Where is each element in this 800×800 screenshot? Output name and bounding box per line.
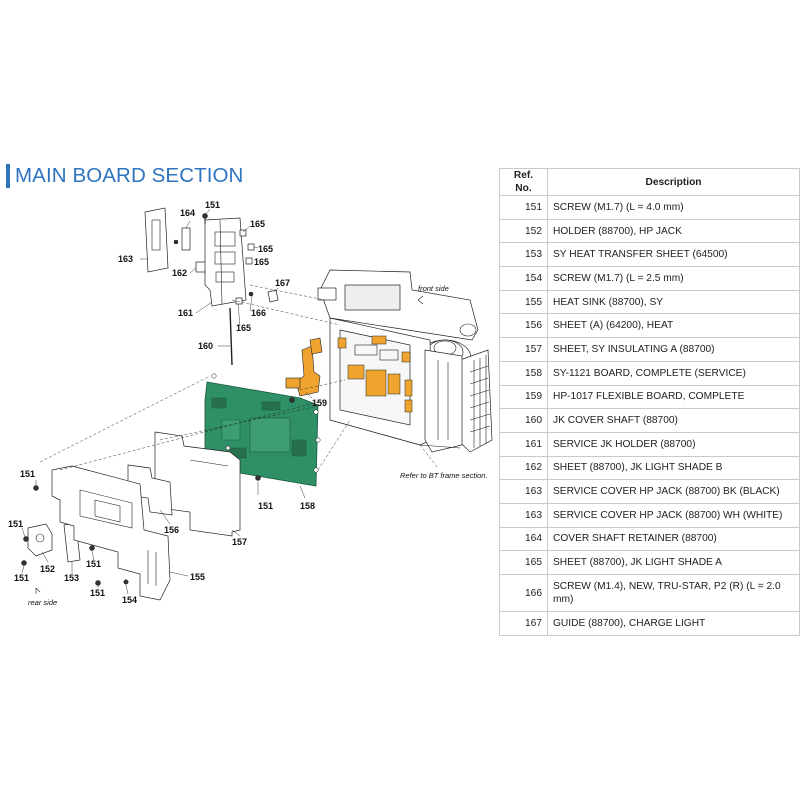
- description-cell: SCREW (M1.7) (L = 2.5 mm): [547, 266, 800, 291]
- exploded-parts-diagram: front side Refer to BT frame section.: [8, 200, 493, 607]
- ref-cell: 156: [499, 313, 548, 339]
- grip-texture: [469, 355, 491, 448]
- ref-cell: 160: [499, 408, 548, 433]
- description-cell: SHEET, SY INSULATING A (88700): [547, 337, 800, 362]
- callout-158: 158: [300, 501, 315, 511]
- callout-151-l4: 151: [86, 559, 101, 569]
- ref-cell: 163: [499, 479, 548, 504]
- callout-165-d: 165: [236, 323, 251, 333]
- callout-155: 155: [190, 572, 205, 582]
- refer-bt-frame-note: Refer to BT frame section.: [400, 471, 488, 480]
- flexible-board-159: [285, 337, 323, 397]
- description-cell: SHEET (88700), JK LIGHT SHADE A: [547, 550, 800, 575]
- description-cell: HEAT SINK (88700), SY: [547, 289, 800, 315]
- ref-cell: 164: [499, 526, 548, 552]
- hp-jack-holder-152: [27, 523, 53, 557]
- ref-cell: 165: [499, 550, 548, 575]
- section-title-accent-bar: [6, 164, 10, 188]
- callout-156: 156: [164, 525, 179, 535]
- callout-167: 167: [275, 278, 290, 288]
- ref-cell: 151: [499, 195, 548, 220]
- ref-cell: 157: [499, 337, 548, 362]
- callout-151-l3: 151: [14, 573, 29, 583]
- callout-151-l1: 151: [20, 469, 35, 479]
- rear-side-note: rear side: [28, 598, 57, 607]
- description-header: Description: [547, 168, 800, 196]
- description-cell: SHEET (88700), JK LIGHT SHADE B: [547, 455, 800, 481]
- description-cell: SERVICE COVER HP JACK (88700) BK (BLACK): [547, 479, 800, 504]
- heat-sink-155: [51, 465, 171, 601]
- description-cell: SY-1121 BOARD, COMPLETE (SERVICE): [547, 360, 800, 386]
- callout-153: 153: [64, 573, 79, 583]
- callout-151-l2: 151: [8, 519, 23, 529]
- table-header-row: Ref. No. Description: [499, 168, 800, 196]
- description-cell: SERVICE JK HOLDER (88700): [547, 431, 800, 457]
- description-cell: HP-1017 FLEXIBLE BOARD, COMPLETE: [547, 384, 800, 410]
- description-cell: SERVICE COVER HP JACK (88700) WH (WHITE): [547, 502, 800, 528]
- camera-body: [317, 269, 493, 453]
- callout-151-mid: 151: [258, 501, 273, 511]
- callout-164: 164: [180, 208, 195, 218]
- callout-154: 154: [122, 595, 137, 605]
- description-cell: SY HEAT TRANSFER SHEET (64500): [547, 242, 800, 268]
- ref-cell: 161: [499, 431, 548, 457]
- ref-cell: 153: [499, 242, 548, 268]
- description-cell: HOLDER (88700), HP JACK: [547, 218, 800, 244]
- front-side-arrow-icon: [417, 295, 424, 305]
- ref-cell: 159: [499, 384, 548, 410]
- description-cell: JK COVER SHAFT (88700): [547, 408, 800, 433]
- ref-cell: 166: [499, 574, 548, 612]
- callout-151-top: 151: [205, 200, 220, 210]
- ref-cell: 162: [499, 455, 548, 481]
- description-cell: SHEET (A) (64200), HEAT: [547, 313, 800, 339]
- callout-165-b: 165: [258, 244, 273, 254]
- callout-161: 161: [178, 308, 193, 318]
- jack-assembly: [144, 207, 279, 366]
- description-cell: COVER SHAFT RETAINER (88700): [547, 526, 800, 552]
- ref-cell: 154: [499, 266, 548, 291]
- callout-166: 166: [251, 308, 266, 318]
- callout-163: 163: [118, 254, 133, 264]
- ref-cell: 152: [499, 218, 548, 244]
- description-cell: GUIDE (88700), CHARGE LIGHT: [547, 611, 800, 636]
- ref-cell: 163: [499, 502, 548, 528]
- section-title: MAIN BOARD SECTION: [15, 164, 244, 187]
- ref-cell: 158: [499, 360, 548, 386]
- callout-151-l5: 151: [90, 588, 105, 598]
- callout-157: 157: [232, 537, 247, 547]
- front-side-note: front side: [418, 284, 449, 293]
- rear-side-arrow-icon: [35, 587, 41, 594]
- callout-165-a: 165: [250, 219, 265, 229]
- callout-160: 160: [198, 341, 213, 351]
- description-cell: SCREW (M1.4), NEW, TRU-STAR, P2 (R) (L =…: [547, 574, 800, 612]
- description-cell: SCREW (M1.7) (L = 4.0 mm): [547, 195, 800, 220]
- ref-no-header: Ref. No.: [499, 168, 548, 196]
- callout-162: 162: [172, 268, 187, 278]
- callout-159: 159: [312, 398, 327, 408]
- callout-152: 152: [40, 564, 55, 574]
- ref-cell: 167: [499, 611, 548, 636]
- ref-cell: 155: [499, 289, 548, 315]
- callout-165-c: 165: [254, 257, 269, 267]
